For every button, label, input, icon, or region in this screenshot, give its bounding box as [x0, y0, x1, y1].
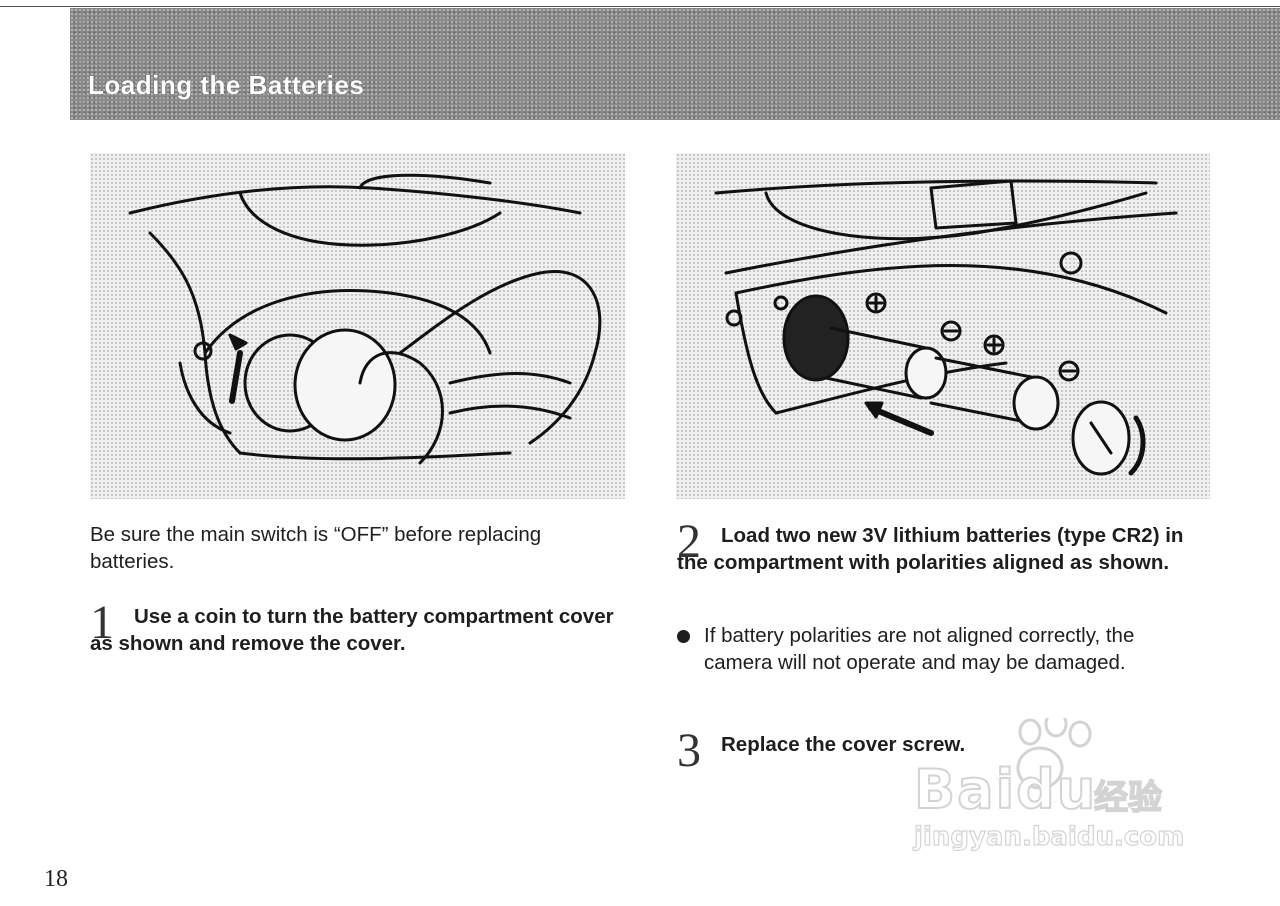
paw-logo-icon: [1016, 718, 1092, 790]
step-number: 2: [677, 515, 701, 568]
battery-insertion-illustration: [714, 179, 1178, 476]
step-3: 3 Replace the cover screw.: [677, 727, 1187, 775]
page-title: Loading the Batteries: [88, 70, 365, 100]
bullet-icon: [677, 630, 690, 643]
top-rule: [0, 6, 1280, 7]
section-header: Loading the Batteries: [70, 8, 1280, 120]
page-number: 18: [44, 866, 68, 892]
intro-text: Be sure the main switch is “OFF” before …: [90, 523, 542, 573]
warning-text: If battery polarities are not aligned co…: [704, 624, 1135, 674]
watermark-brand: Baidu: [913, 757, 1098, 822]
step-1: 1 Use a coin to turn the battery compart…: [90, 599, 630, 657]
warning-bullet: If battery polarities are not aligned co…: [677, 622, 1187, 676]
step-number: 1: [90, 596, 114, 649]
watermark-cn: 经验: [1093, 777, 1163, 819]
camera-cover-illustration: [128, 173, 602, 465]
watermark-url: jingyan.baidu.com: [913, 821, 1185, 852]
step-text: Use a coin to turn the battery compartme…: [90, 605, 614, 655]
step-2: 2 Load two new 3V lithium batteries (typ…: [677, 518, 1187, 576]
step-text: Load two new 3V lithium batteries (type …: [677, 524, 1184, 574]
figure-insert-batteries: [676, 153, 1210, 499]
baidu-watermark: Baidu 经验 jingyan.baidu.com: [908, 718, 1208, 868]
intro-note: Be sure the main switch is “OFF” before …: [90, 521, 550, 575]
step-text: Replace the cover screw.: [721, 733, 966, 756]
step-number: 3: [677, 724, 701, 777]
figure-remove-cover: [90, 153, 625, 499]
